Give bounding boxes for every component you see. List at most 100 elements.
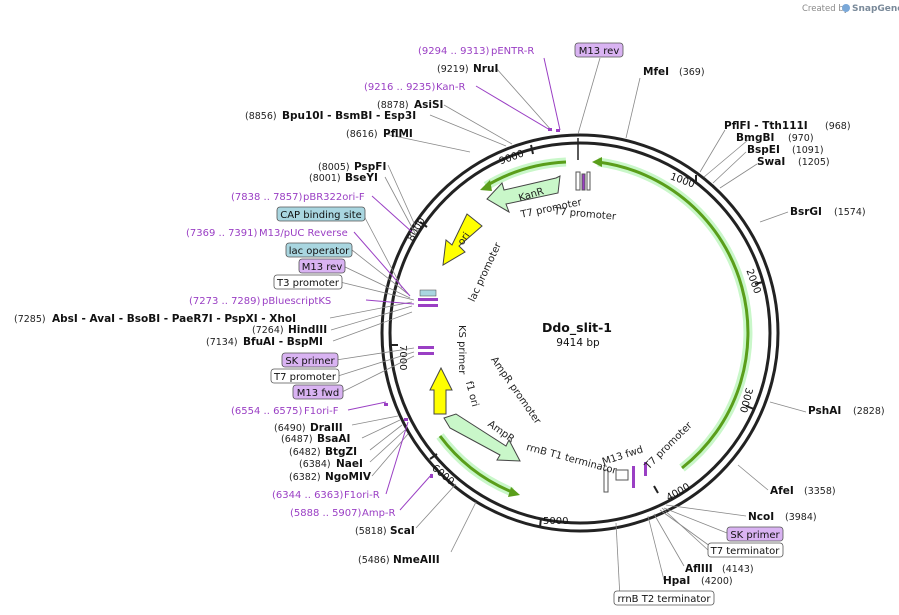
enzyme-name: BspEI [747, 144, 780, 156]
enzyme-name: PflMI [383, 128, 413, 140]
ori-feature [442, 213, 483, 266]
tick-label: 7000 [397, 345, 408, 370]
enzyme-labels-left: (5486) NmeAIII (5818) ScaI (6382) NgoMIV… [14, 63, 498, 566]
lower-arc [438, 435, 513, 494]
primer-marks [384, 128, 560, 478]
enzyme-name: AflIII [685, 563, 713, 575]
enzyme-name: NgoMIV [325, 471, 372, 483]
upper-arc [485, 160, 567, 188]
t7-terminator-box: T7 terminator [710, 546, 781, 557]
primer-name: pENTR-R [491, 46, 534, 57]
primer-name: pBluescriptKS [262, 296, 331, 307]
credit-brand: SnapGene [852, 4, 899, 14]
ampr-promoter-label: AmpR promoter [488, 355, 543, 427]
cds-arc [597, 160, 750, 470]
rrnb-t2-terminator-box: rrnB T2 terminator [617, 594, 711, 605]
credit-prefix: Created by [802, 4, 849, 14]
lac-region-marks [418, 289, 438, 355]
t7-promoter-left-box: T7 promoter [273, 372, 337, 383]
enzyme-name: PflFI - Tth111I [724, 120, 808, 132]
sk-primer-left-box: SK primer [285, 356, 335, 367]
enzyme-pos: (8856) [245, 111, 277, 122]
enzyme-name: NcoI [748, 511, 774, 523]
enzyme-name: ScaI [390, 525, 415, 537]
sk-primer-right-box: SK primer [730, 530, 780, 541]
enzyme-name: HpaI [663, 575, 690, 587]
primer-name: Kan-R [436, 82, 465, 93]
enzyme-name: NruI [473, 63, 498, 75]
enzyme-name: PspFI [354, 161, 386, 173]
enzyme-name: Bpu10I - BsmBI - Esp3I [282, 110, 416, 122]
enzyme-pos: (7285) [14, 314, 46, 325]
primer-range: (6344 .. 6363) [272, 490, 344, 501]
m13-rev-top-box: M13 rev [579, 46, 620, 57]
enzyme-name: DraIII [310, 422, 343, 434]
enzyme-pos: (1205) [798, 157, 830, 168]
cap-binding-site-box: CAP binding site [280, 210, 362, 221]
primer-range: (6554 .. 6575) [231, 406, 303, 417]
enzyme-labels-right: MfeI (369) PflFI - Tth111I (968) BmgBI (… [643, 66, 885, 587]
map-length: 9414 bp [556, 337, 600, 349]
primer-range: (9294 .. 9313) [418, 46, 490, 57]
primer-name: Amp-R [362, 508, 396, 519]
m13-fwd-inner-label: M13 fwd [601, 444, 645, 468]
enzyme-name: BseYI [345, 172, 378, 184]
enzyme-pos: (8878) [377, 100, 409, 111]
boxed-labels: M13 rev CAP binding site lac operator M1… [270, 42, 784, 606]
enzyme-pos: (968) [825, 121, 851, 132]
enzyme-pos: (3984) [785, 512, 817, 523]
primer-labels: (9294 .. 9313) pENTR-R (9216 .. 9235) Ka… [186, 46, 534, 519]
lac-operator-box: lac operator [289, 246, 350, 257]
enzyme-pos: (6384) [299, 459, 331, 470]
ks-primer-label: KS primer [456, 325, 467, 375]
kanr-feature [486, 175, 561, 214]
enzyme-pos: (6487) [281, 434, 313, 445]
enzyme-name: BfuAI - BspMI [243, 336, 323, 348]
enzyme-pos: (6490) [274, 423, 306, 434]
t7-promoter-b-label: T7 promoter [553, 206, 618, 223]
m13-rev-box: M13 rev [302, 262, 343, 273]
enzyme-pos: (6482) [289, 447, 321, 458]
primer-leader-lines [347, 57, 561, 511]
enzyme-pos: (8005) [318, 162, 350, 173]
enzyme-name: BtgZI [325, 446, 357, 458]
enzyme-name: BsaAI [317, 433, 350, 445]
tick-marks [389, 144, 764, 528]
enzyme-name: AbsI - AvaI - BsoBI - PaeR7I - PspXI - X… [52, 313, 296, 325]
tick-label: 6000 [430, 463, 457, 488]
enzyme-name: SwaI [757, 156, 785, 168]
m13-fwd-region-marks [603, 462, 647, 493]
t3-promoter-box: T3 promoter [276, 278, 340, 289]
enzyme-name: MfeI [643, 66, 669, 78]
primer-name: F1ori-F [304, 406, 339, 417]
enzyme-pos: (4143) [722, 564, 754, 575]
enzyme-pos: (2828) [853, 406, 885, 417]
enzyme-name: HindIII [288, 324, 327, 336]
m13-fwd-box: M13 fwd [297, 388, 339, 399]
primer-range: (9216 .. 9235) [364, 82, 436, 93]
lower-arc-arrowhead-icon [508, 487, 520, 497]
enzyme-pos: (5486) [358, 555, 390, 566]
leader-lines [329, 57, 807, 599]
primer-name: pBR322ori-F [303, 192, 365, 203]
enzyme-pos: (1574) [834, 207, 866, 218]
enzyme-pos: (8616) [346, 129, 378, 140]
enzyme-name: PshAI [808, 405, 841, 417]
enzyme-pos: (970) [788, 133, 814, 144]
primer-name: M13/pUC Reverse [259, 228, 348, 239]
f1-ori-label: f1 ori [463, 380, 480, 408]
enzyme-pos: (7264) [252, 325, 284, 336]
cds-arc-highlight [597, 157, 753, 472]
backbone-inner [388, 141, 772, 525]
enzyme-pos: (8001) [309, 173, 341, 184]
enzyme-pos: (3358) [804, 486, 836, 497]
ampr-feature [443, 413, 521, 462]
enzyme-pos: (4200) [701, 576, 733, 587]
primer-range: (7838 .. 7857) [231, 192, 303, 203]
primer-range: (7369 .. 7391) [186, 228, 258, 239]
enzyme-name: AfeI [770, 485, 794, 497]
lac-promoter-label: lac promoter [467, 240, 504, 303]
cds-arrowhead-icon [592, 157, 602, 167]
enzyme-name: BsrGI [790, 206, 822, 218]
